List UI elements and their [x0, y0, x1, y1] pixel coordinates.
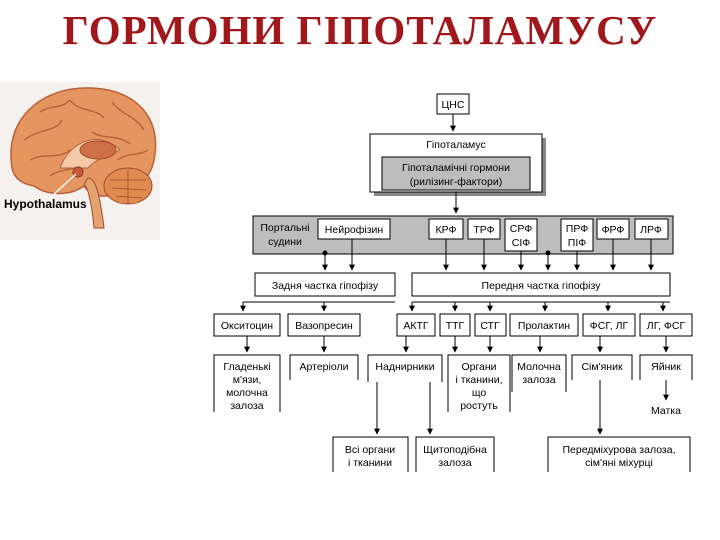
testis-target: Сім'яник [571, 354, 633, 380]
prostate-line2: сім'яні міхурці [585, 457, 653, 469]
ovary-label: Яйник [651, 361, 681, 373]
ovary-target: Яйник [639, 354, 693, 380]
posterior-pituitary-box [254, 272, 396, 297]
all-organs-target: Всі органи і тканини [332, 436, 409, 472]
organs-line2: і тканини, [456, 374, 503, 386]
brain-hypothalamus-label: Hypothalamus [4, 197, 87, 211]
arterioles-target: Артеріоли [289, 354, 359, 380]
posterior-pituitary-label: Задня частка гіпофізу [272, 280, 379, 292]
milk-line1: Молочна [517, 361, 561, 373]
milk-line2: залоза [522, 374, 555, 386]
smooth-line2: м'язи, [233, 374, 262, 386]
neurophysin-label: Нейрофізин [325, 224, 384, 236]
srf-line2: СІФ [512, 237, 531, 249]
hypothalamus-label: Гіпоталамус [426, 139, 486, 151]
prostate-target: Передміхурова залоза, сім'яні міхурці [547, 436, 691, 472]
arterioles-label: Артеріоли [300, 361, 349, 373]
smooth-muscle-target: Гладенькі м'язи, молочна залоза [213, 354, 281, 412]
thyroid-line1: Щитоподібна [423, 444, 487, 456]
uterus-label: Матка [651, 405, 681, 417]
hormones-line1: Гіпоталамічні гормони [402, 162, 510, 174]
prf-line1: ПРФ [566, 223, 588, 235]
portal-line2: судини [268, 236, 302, 248]
actg-label: АКТГ [403, 320, 429, 332]
srf-line1: СРФ [510, 223, 532, 235]
thyroid-line2: залоза [438, 457, 471, 469]
trf-label: ТРФ [473, 224, 494, 236]
brain-illustration [0, 82, 160, 240]
prf-box [560, 218, 594, 252]
vasopressin-label: Вазопресин [295, 320, 353, 332]
all-line1: Всі органи [345, 444, 395, 456]
frf-label: ФРФ [602, 224, 625, 236]
organs-line4: ростуть [460, 400, 498, 412]
adrenals-target: Наднирники [367, 354, 443, 382]
fsg-lg-label: ФСГ, ЛГ [590, 320, 629, 332]
prolactin-box [509, 313, 579, 337]
portal-line1: Портальні [260, 222, 309, 234]
smooth-line4: залоза [230, 400, 263, 412]
all-line2: і тканини [348, 457, 392, 469]
cns-label: ЦНС [442, 99, 465, 111]
krf-label: КРФ [436, 224, 457, 236]
mammary-target: Молочна залоза [511, 354, 567, 392]
organs-line1: Органи [461, 361, 496, 373]
lrf-label: ЛРФ [640, 224, 662, 236]
ttg-label: ТТГ [446, 320, 465, 332]
lg-fsg-label: ЛГ, ФСГ [647, 320, 686, 332]
fsg-lg-box [582, 313, 636, 337]
organs-line3: що [472, 387, 487, 399]
page-title: ГОРМОНИ ГІПОТАЛАМУСУ [62, 7, 658, 53]
hormones-line2: (рилізинг-фактори) [410, 176, 502, 188]
neurophysin-box [317, 218, 391, 240]
prolactin-label: Пролактин [518, 320, 570, 332]
anterior-pituitary-box [411, 272, 671, 297]
oxytocin-label: Окситоцин [221, 320, 273, 332]
srf-box [504, 218, 538, 252]
hormones-box [381, 156, 531, 191]
prf-line2: ПІФ [568, 237, 586, 249]
growing-organs-target: Органи і тканини, що ростуть [447, 354, 511, 412]
thyroid-target: Щитоподібна залоза [415, 436, 495, 472]
stg-label: СТГ [480, 320, 500, 332]
smooth-line3: молочна [226, 387, 268, 399]
smooth-line1: Гладенькі [223, 361, 270, 373]
testis-label: Сім'яник [581, 361, 622, 373]
adrenals-label: Наднирники [375, 361, 434, 373]
actg-box [396, 313, 436, 337]
anterior-pituitary-label: Передня частка гіпофізу [482, 280, 602, 292]
prostate-line1: Передміхурова залоза, [563, 444, 676, 456]
